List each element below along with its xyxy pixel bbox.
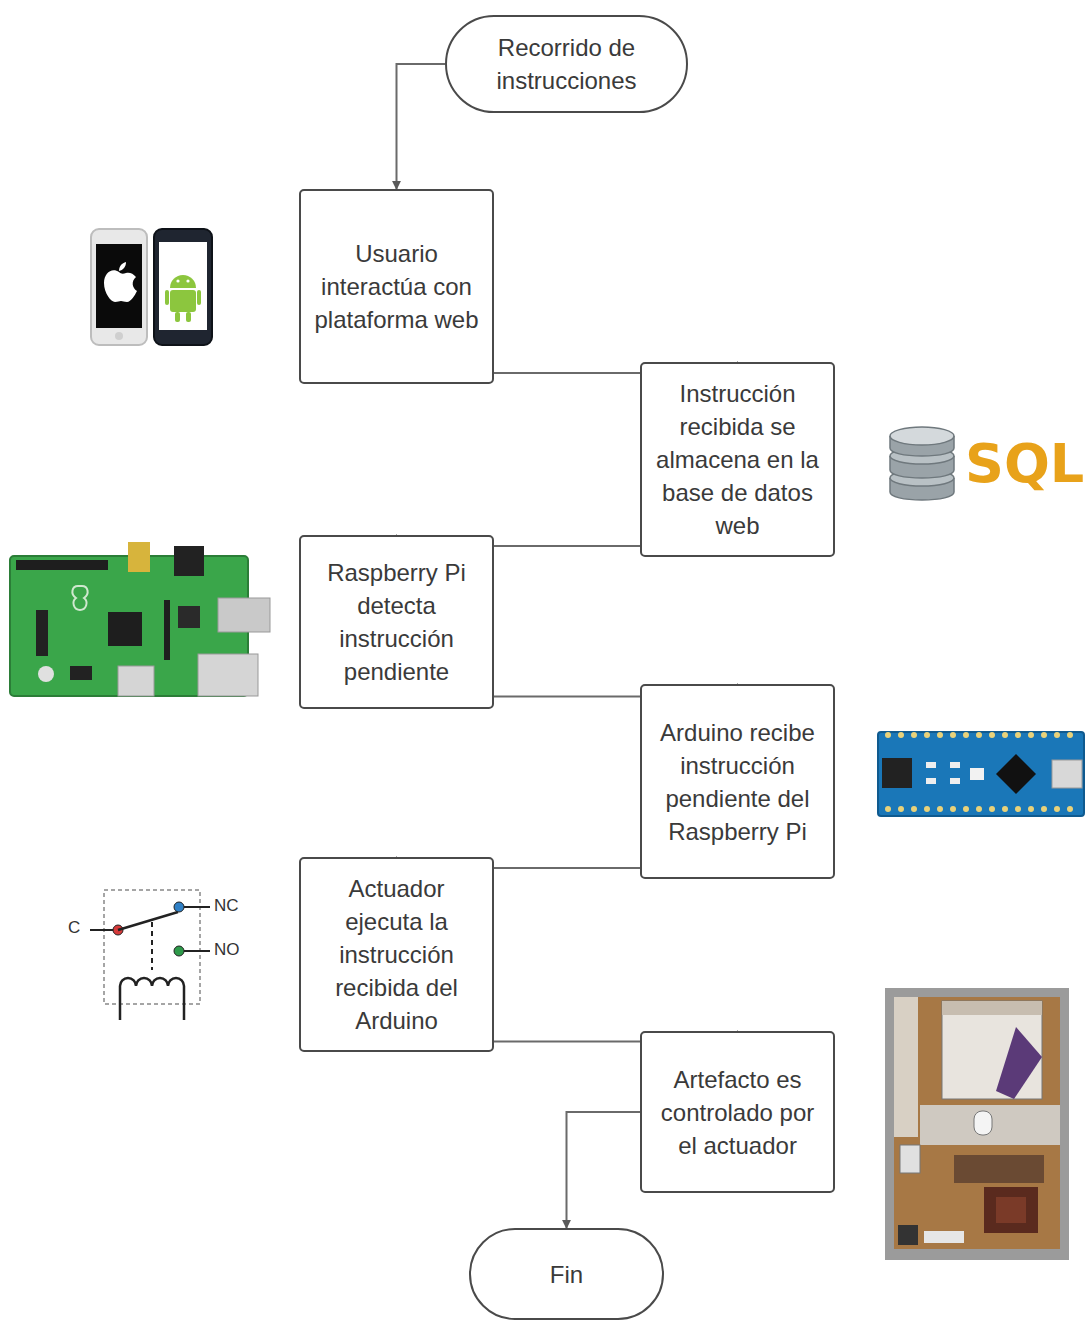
process-box: Actuador ejecuta la instrucción recibida… (299, 857, 494, 1052)
sql-label: SQL (965, 432, 1084, 495)
node-text: Fin (550, 1258, 583, 1291)
process-box: Raspberry Pi detecta instrucción pendien… (299, 535, 494, 709)
flow-connector (397, 64, 446, 189)
relay-symbol (86, 886, 216, 1026)
terminal-label: NO (214, 940, 240, 960)
node-text: Actuador ejecuta la instrucción recibida… (313, 872, 480, 1037)
node-text: Instrucción recibida se almacena en la b… (654, 377, 821, 542)
flow-connector (567, 1112, 641, 1228)
start-terminal: Recorrido de instrucciones (445, 15, 688, 113)
process-box: Artefacto es controlado por el actuador (640, 1031, 835, 1193)
terminal-label: NC (214, 896, 239, 916)
process-box: Instrucción recibida se almacena en la b… (640, 362, 835, 557)
terminal-label: C (68, 918, 80, 938)
process-box: Arduino recibe instrucción pendiente del… (640, 684, 835, 879)
node-text: Arduino recibe instrucción pendiente del… (654, 716, 821, 848)
process-box: Usuario interactúa con plataforma web (299, 189, 494, 384)
database-icon (886, 424, 958, 502)
node-text: Recorrido de instrucciones (459, 31, 674, 97)
arduino-board (876, 728, 1087, 820)
phone-icons (88, 226, 216, 348)
raspberry-pi-board (8, 536, 272, 704)
node-text: Usuario interactúa con plataforma web (313, 237, 480, 336)
room-floor-plan (884, 987, 1070, 1261)
node-text: Artefacto es controlado por el actuador (654, 1063, 821, 1162)
node-text: Raspberry Pi detecta instrucción pendien… (313, 556, 480, 688)
end-terminal: Fin (469, 1228, 664, 1320)
